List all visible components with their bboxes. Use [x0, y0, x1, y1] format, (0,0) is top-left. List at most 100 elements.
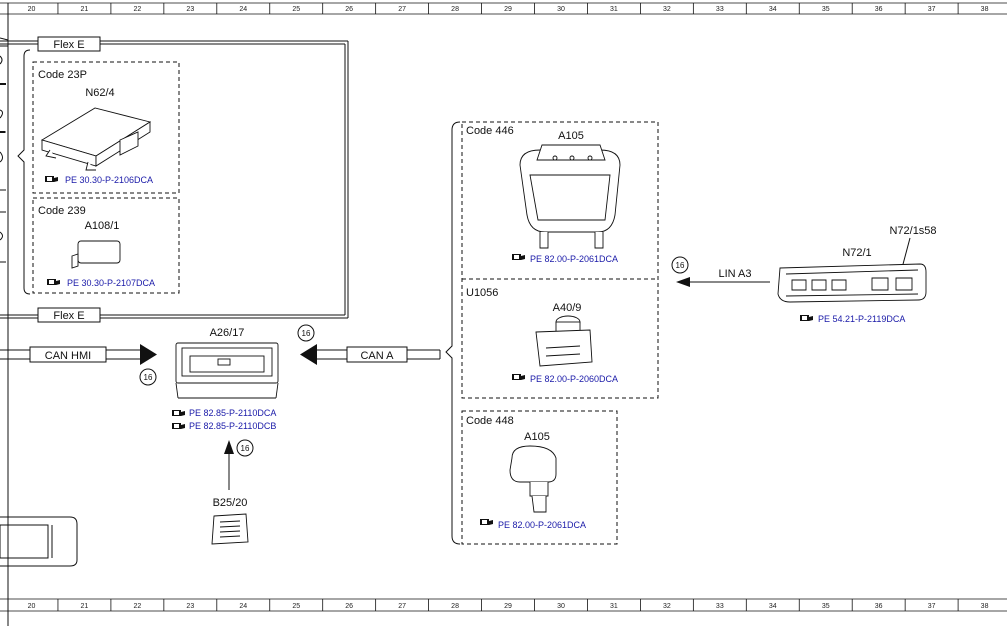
lin-a3-number: 16 — [676, 261, 685, 270]
group-448-ref[interactable]: PE 82.00-P-2061DCA — [498, 520, 586, 530]
a40-9-label: A40/9 — [553, 302, 582, 314]
lin-a3-label: LIN A3 — [718, 268, 751, 280]
n72-1s58-label: N72/1s58 — [889, 225, 936, 237]
left-edge-connectors — [0, 37, 9, 263]
ruler-label: 36 — [875, 603, 883, 610]
n72-1-label: N72/1 — [842, 247, 871, 259]
a26-ref-2[interactable]: PE 82.85-P-2110DCB — [189, 421, 276, 431]
group-239-code: Code 239 — [38, 205, 86, 217]
group-code-446: Code 446 A105 PE 82.00-P-2061DCA U1056 A… — [461, 121, 659, 399]
group-239-ref[interactable]: PE 30.30-P-2107DCA — [67, 278, 155, 288]
group-code-239: Code 239 A108/1 PE 30.30-P-2107DCA — [32, 197, 180, 294]
ruler-label: 30 — [557, 6, 565, 13]
ruler-label: 37 — [928, 603, 936, 610]
reference-book-icon — [45, 176, 58, 182]
ruler-label: 21 — [81, 6, 89, 13]
ruler-label: 31 — [610, 603, 618, 610]
ruler-label: 26 — [345, 6, 353, 13]
ruler-label: 31 — [610, 6, 618, 13]
can-a-number: 16 — [302, 329, 311, 338]
b25-20-sensor-icon — [211, 513, 249, 545]
ruler-label: 38 — [981, 603, 989, 610]
can-hmi-label: CAN HMI — [45, 350, 91, 362]
ruler-label: 38 — [981, 6, 989, 13]
ruler-label: 24 — [239, 603, 247, 610]
flex-e-top-label: Flex E — [53, 39, 84, 51]
ruler-label: 32 — [663, 603, 671, 610]
b25-20-sensor: 16 B25/20 — [211, 439, 254, 545]
ruler-label: 28 — [451, 6, 459, 13]
a26-ref-1[interactable]: PE 82.85-P-2110DCA — [189, 408, 276, 418]
reference-book-icon — [480, 519, 493, 525]
a105-gear-selector-icon — [509, 445, 557, 513]
ruler-label: 30 — [557, 603, 565, 610]
can-a-bus: CAN A 16 — [297, 324, 441, 365]
a108-1-label: A108/1 — [85, 220, 120, 232]
ruler-label: 24 — [239, 6, 247, 13]
group-23p-code: Code 23P — [38, 69, 87, 81]
a108-1-module-icon — [71, 240, 121, 269]
ruler-label: 22 — [133, 6, 141, 13]
flex-e-top-label-box — [37, 36, 101, 52]
ruler-label: 27 — [398, 6, 406, 13]
a26-17-unit: A26/17 PE 82.85-P-2110DCA PE 82.85-P-211… — [172, 327, 279, 431]
group-code-448: Code 448 A105 PE 82.00-P-2061DCA — [461, 410, 618, 545]
ruler-label: 27 — [398, 603, 406, 610]
group-448-code: Code 448 — [466, 415, 514, 427]
can-hmi-bus: CAN HMI 16 — [0, 344, 157, 386]
ruler-label: 28 — [451, 603, 459, 610]
ruler-label: 33 — [716, 6, 724, 13]
ruler-label: 25 — [292, 603, 300, 610]
a26-17-device-icon — [175, 342, 279, 399]
top-ruler: 20 21 22 23 24 25 26 27 28 29 30 31 32 33 34 35 36 37 38 — [0, 2, 1007, 15]
reference-book-icon — [512, 254, 525, 260]
group-u1056-code: U1056 — [466, 287, 498, 299]
flex-e-bottom-label: Flex E — [53, 310, 84, 322]
b25-20-label: B25/20 — [213, 497, 248, 509]
ruler-label: 33 — [716, 603, 724, 610]
ruler-label: 37 — [928, 6, 936, 13]
b25-number: 16 — [241, 444, 250, 453]
ruler-label: 23 — [186, 603, 194, 610]
reference-book-icon — [172, 423, 185, 429]
ruler-label: 29 — [504, 6, 512, 13]
a26-17-label: A26/17 — [210, 327, 245, 339]
ruler-label: 25 — [292, 6, 300, 13]
right-group-bracket — [445, 121, 461, 545]
a105-overhead-panel-icon — [519, 144, 621, 249]
can-hmi-number: 16 — [144, 373, 153, 382]
ruler-label: 23 — [186, 6, 194, 13]
a105-top-label: A105 — [558, 130, 584, 142]
n72-1-unit: N72/1s58 N72/1 PE 54.21-P-2119DCA — [777, 225, 937, 324]
ruler-label: 32 — [663, 6, 671, 13]
partial-display-unit — [0, 516, 78, 567]
n72-ref[interactable]: PE 54.21-P-2119DCA — [818, 314, 905, 324]
reference-book-icon — [47, 279, 60, 285]
group-code-23p: Code 23P N62/4 PE 30.30-P-2106DCA — [32, 61, 180, 194]
a105-bottom-label: A105 — [524, 431, 550, 443]
ruler-label: 21 — [81, 603, 89, 610]
n62-4-module-icon — [40, 107, 152, 171]
reference-book-icon — [800, 315, 813, 321]
can-a-label: CAN A — [360, 350, 394, 362]
ruler-label: 20 — [28, 6, 36, 13]
ruler-label: 36 — [875, 6, 883, 13]
ruler-label: 34 — [769, 6, 777, 13]
reference-book-icon — [512, 374, 525, 380]
group-u1056-ref[interactable]: PE 82.00-P-2060DCA — [530, 374, 618, 384]
group-23p-ref[interactable]: PE 30.30-P-2106DCA — [65, 175, 153, 185]
group-446-ref[interactable]: PE 82.00-P-2061DCA — [530, 254, 618, 264]
ruler-label: 35 — [822, 603, 830, 610]
group-446-code: Code 446 — [466, 125, 514, 137]
lin-a3-bus: LIN A3 16 — [671, 256, 770, 287]
ruler-label: 29 — [504, 603, 512, 610]
ruler-label: 35 — [822, 6, 830, 13]
a40-9-controller-icon — [535, 315, 593, 367]
ruler-label: 26 — [345, 603, 353, 610]
flex-e-bottom-label-box — [37, 307, 101, 323]
reference-book-icon — [172, 410, 185, 416]
ruler-label: 34 — [769, 603, 777, 610]
